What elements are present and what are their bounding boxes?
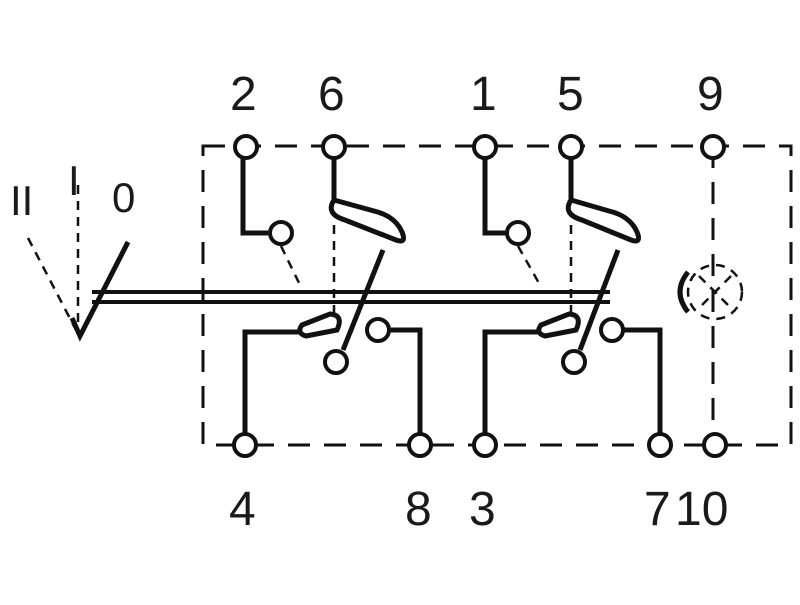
terminal-label-2: 2 <box>230 68 257 121</box>
switch-housing <box>201 144 793 447</box>
terminal-8 <box>407 432 433 458</box>
terminal-3 <box>472 432 498 458</box>
terminal-2 <box>233 134 259 160</box>
terminal-6 <box>321 134 347 160</box>
terminals-top <box>233 134 726 160</box>
terminals-bottom <box>232 432 728 458</box>
terminal-4 <box>232 432 258 458</box>
terminal-10 <box>702 432 728 458</box>
terminal-label-7: 7 <box>644 483 671 536</box>
terminal-5 <box>558 134 584 160</box>
terminal-1 <box>472 134 498 160</box>
contact-group-right <box>482 148 663 438</box>
position-label-0: 0 <box>112 174 135 221</box>
terminal-label-3: 3 <box>469 483 496 536</box>
terminal-label-5: 5 <box>557 68 584 121</box>
terminal-label-4: 4 <box>229 483 256 536</box>
terminal-9 <box>700 134 726 160</box>
actuator-lever <box>26 185 131 342</box>
indicator-lamp-icon <box>677 263 744 321</box>
terminal-label-10: 10 <box>675 483 728 536</box>
terminal-label-1: 1 <box>470 68 497 121</box>
terminal-label-9: 9 <box>697 68 724 121</box>
terminal-label-8: 8 <box>405 483 432 536</box>
position-label-2: II <box>10 177 33 224</box>
terminal-label-6: 6 <box>318 68 345 121</box>
position-label-1: I <box>68 157 80 204</box>
terminal-7 <box>647 432 673 458</box>
mechanical-link <box>92 290 610 304</box>
